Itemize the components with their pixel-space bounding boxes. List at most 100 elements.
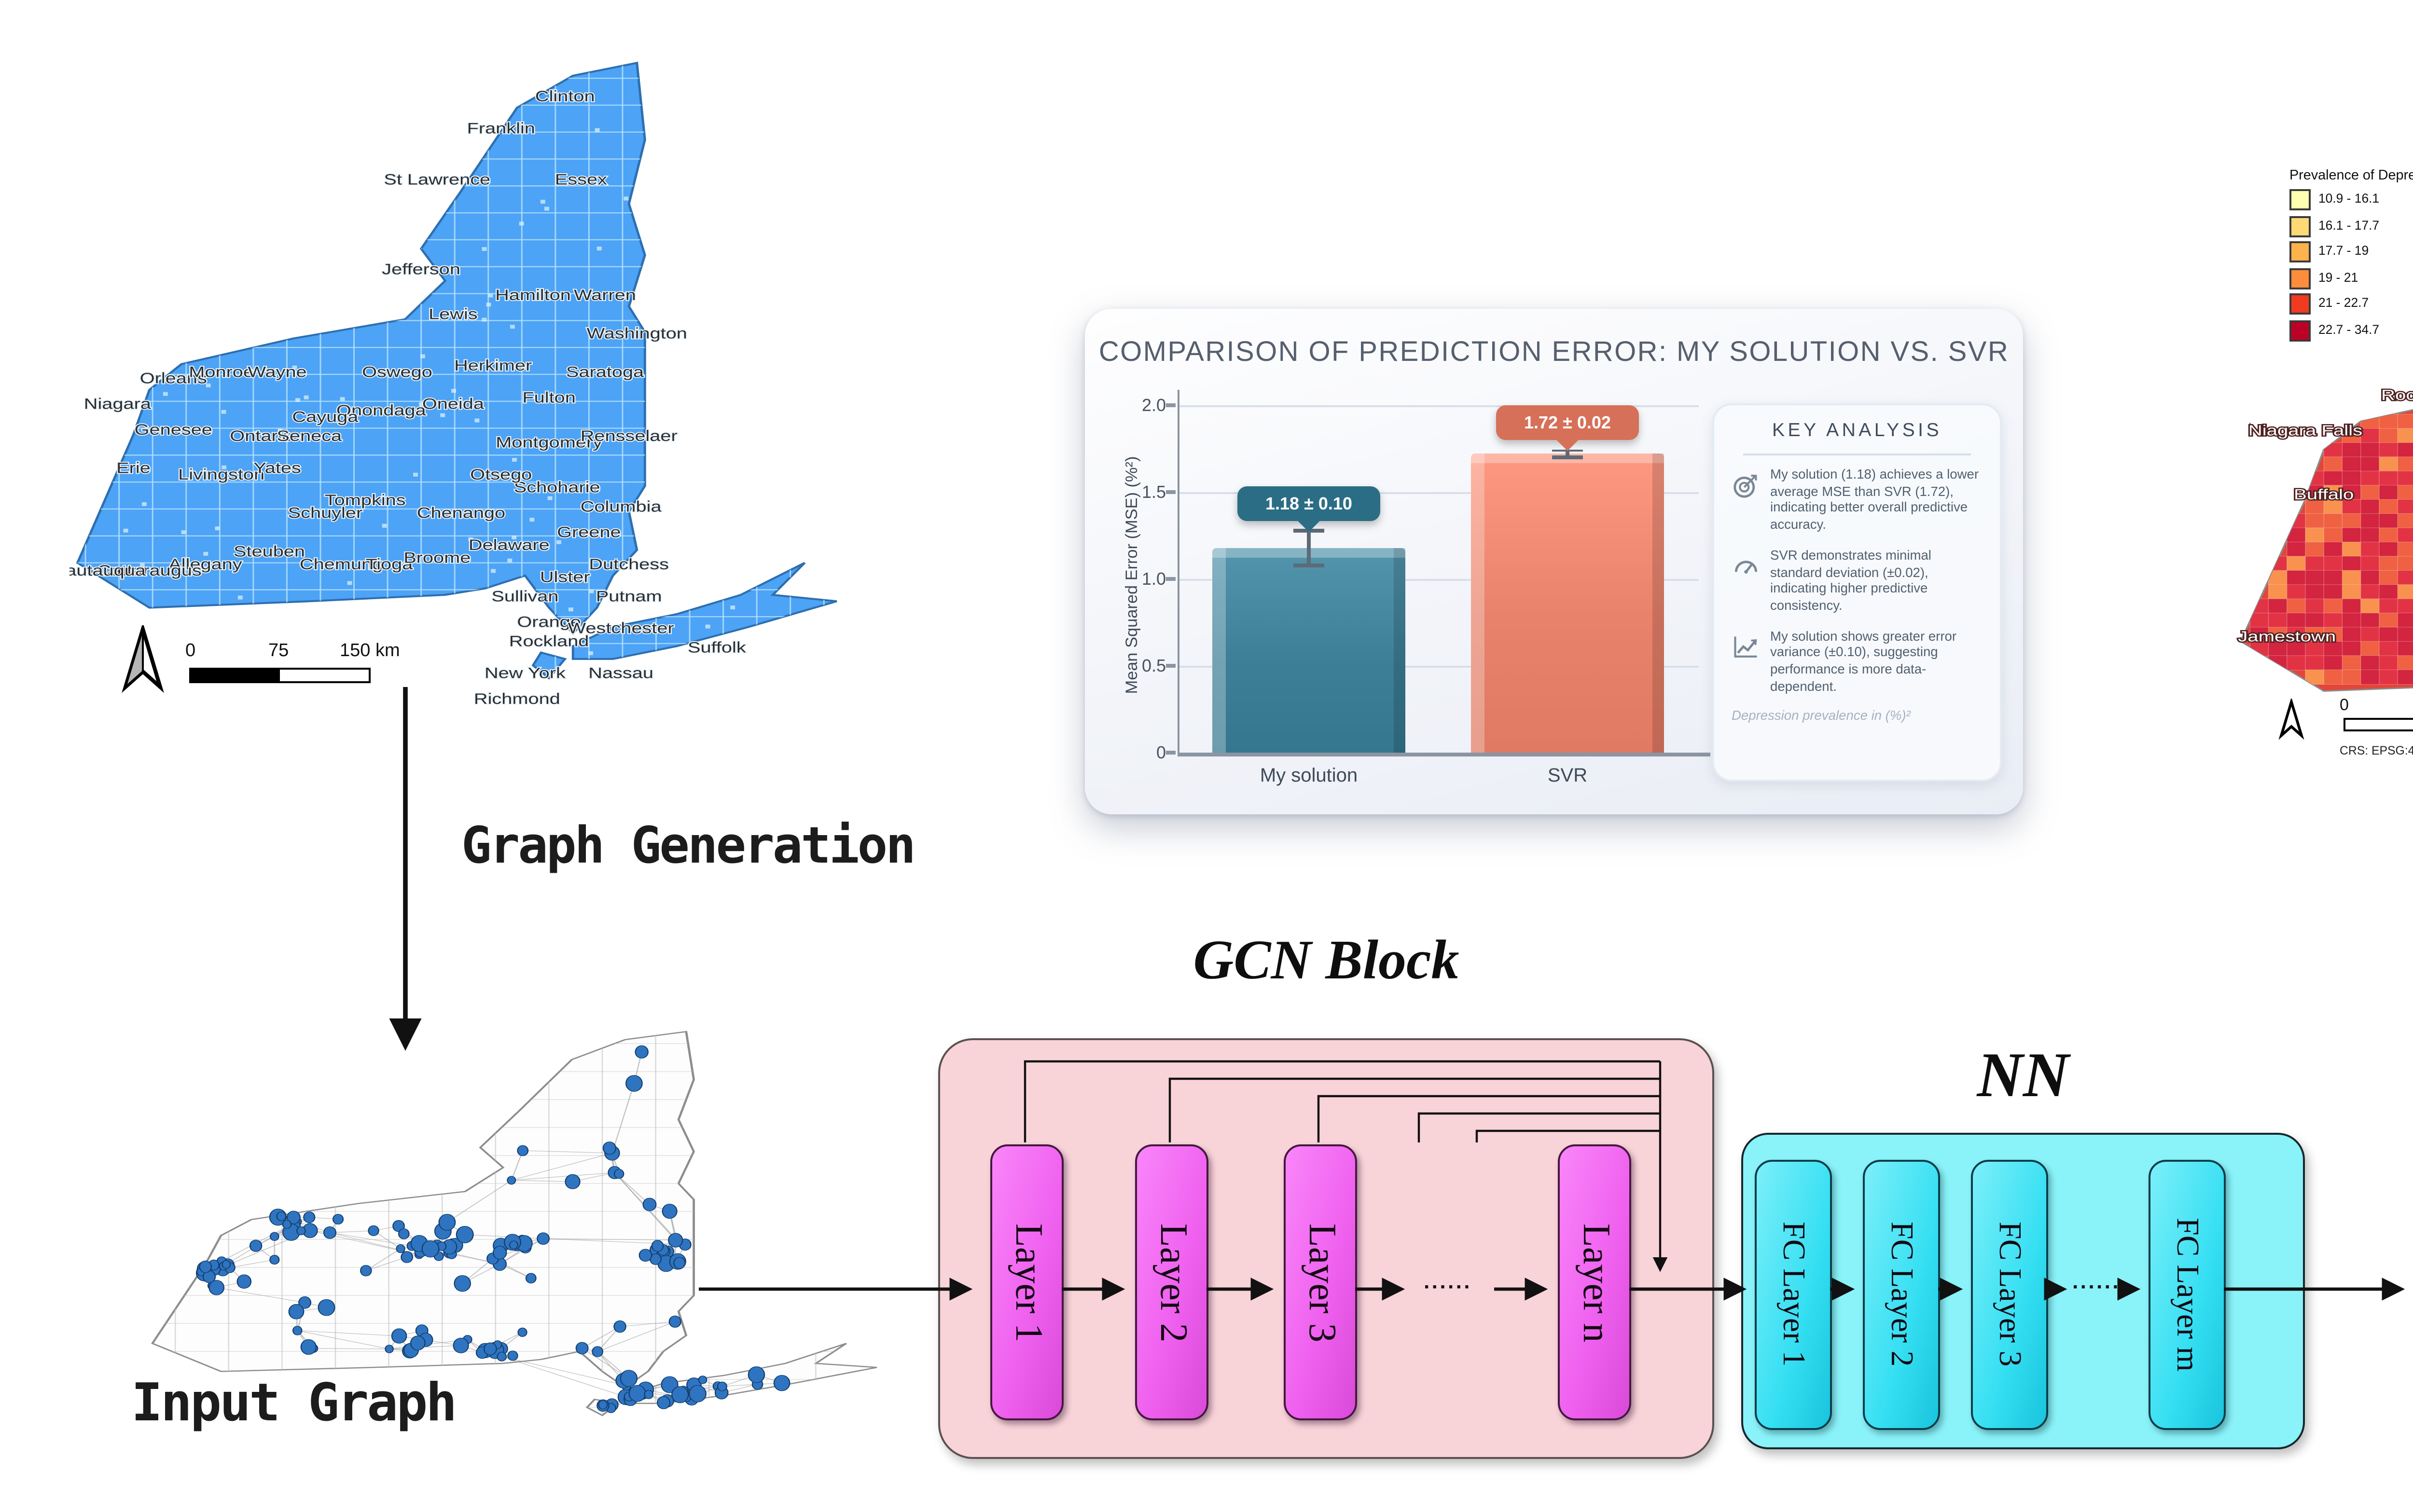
county-label: Putnam <box>596 587 662 605</box>
key-analysis-bullet: My solution shows greater error variance… <box>1732 631 1983 698</box>
county-label: Lewis <box>429 305 478 323</box>
county-label: Herkimer <box>454 357 532 374</box>
gauge-icon <box>1732 551 1761 580</box>
error-bar-cap <box>1293 564 1324 567</box>
value-callout: 1.72 ± 0.02 <box>1496 406 1639 441</box>
bar-bevel <box>1212 548 1226 753</box>
divider <box>1743 454 1971 455</box>
gcn-block-title: GCN Block <box>1193 930 1459 992</box>
bar-my-solution <box>1212 548 1405 753</box>
county-label: Otsego <box>470 466 532 483</box>
city-label: Jamestown <box>2238 628 2336 645</box>
blue-map-scalebar: 0 75 150 km <box>185 641 402 691</box>
target-icon <box>1732 471 1761 500</box>
county-label: Hamilton <box>495 286 571 303</box>
legend-item: 16.1 - 17.7 <box>2289 215 2413 237</box>
bullet-text: SVR demonstrates minimal standard deviat… <box>1770 550 1931 614</box>
key-analysis-bullet: SVR demonstrates minimal standard deviat… <box>1732 550 1983 617</box>
gcn-block: Layer 1 Layer 2 Layer 3 Layer n <box>938 1038 1714 1459</box>
county-label: Steuben <box>234 542 305 560</box>
gridline <box>1178 492 1699 494</box>
legend-label: 21 - 22.7 <box>2318 298 2369 312</box>
gcn-layer: Layer n <box>1558 1144 1631 1420</box>
county-label: Broome <box>403 549 471 566</box>
county-label: Oneida <box>422 395 485 412</box>
county-label: Cayuga <box>292 408 359 425</box>
county-label: Dutchess <box>589 555 669 573</box>
county-label: Onondaga <box>336 401 427 419</box>
gcn-layer-label: Layer 2 <box>1151 1223 1194 1342</box>
gcn-layer: Layer 3 <box>1284 1144 1357 1420</box>
y-axis <box>1178 390 1180 753</box>
key-analysis-bullets: My solution (1.18) achieves a lower aver… <box>1732 469 1983 698</box>
county-label: Orleans <box>140 369 207 386</box>
county-label: Saratoga <box>566 363 644 380</box>
gcn-layer-label: Layer 1 <box>1007 1223 1049 1342</box>
scalebar-bar <box>189 668 371 683</box>
error-bar <box>1307 530 1311 565</box>
legend-swatch <box>2289 241 2311 263</box>
county-label: Chautauqua <box>69 562 146 579</box>
gcn-layer: Layer 1 <box>990 1144 1064 1420</box>
heatmap-scalebar: 0 75 150 km <box>2340 695 2413 741</box>
y-tick-label: 1.0 <box>1141 569 1166 589</box>
crs-label: CRS: EPSG:4269 - NAD83 <box>2340 745 2413 758</box>
county-label: Monroe <box>189 363 254 380</box>
county-label: Chenango <box>417 504 505 521</box>
input-graph-label: Input Graph <box>131 1374 457 1434</box>
legend-swatch <box>2289 320 2311 342</box>
north-arrow-icon <box>2278 699 2305 741</box>
gridline <box>1178 405 1699 407</box>
county-label: Rockland <box>509 632 589 649</box>
tick-mark <box>1166 404 1176 407</box>
county-label: Cattaraugus <box>97 562 201 579</box>
county-label: Tompkins <box>325 491 406 509</box>
county-label: Oswego <box>362 363 432 380</box>
input-graph <box>145 1000 907 1447</box>
key-analysis-title: KEY ANALYSIS <box>1772 421 1942 442</box>
gcn-layer: Layer 2 <box>1135 1144 1208 1420</box>
county-label: Greene <box>557 523 621 540</box>
city-label: Buffalo <box>2294 486 2354 503</box>
legend-label: 17.7 - 19 <box>2318 245 2369 259</box>
county-label: Allegany <box>168 555 242 573</box>
depression-heatmap-svg: OgdensburgWatertownUticaSyracuseSchenect… <box>2236 385 2413 692</box>
scalebar-zero: 0 <box>2340 695 2349 714</box>
county-label: Clinton <box>535 87 595 105</box>
county-label: Suffolk <box>688 638 747 656</box>
bar-bevel <box>1652 454 1664 753</box>
county-label: Chemung <box>300 555 383 573</box>
graph-generation-label: Graph Generation <box>461 818 916 876</box>
gridline <box>1178 666 1699 668</box>
county-label: Niagara <box>84 395 152 412</box>
county-label: Delaware <box>469 536 550 553</box>
county-label: Wayne <box>248 363 306 380</box>
y-tick-label: 0 <box>1156 743 1166 762</box>
y-axis-label: Mean Squared Error (MSE) (%²) <box>1122 456 1141 694</box>
scalebar-end: 150 km <box>340 641 400 662</box>
county-label: Seneca <box>277 427 342 444</box>
county-label: Tioga <box>365 555 413 573</box>
heatmap-legend: Prevalence of Depression (%) 10.9 - 16.1… <box>2289 166 2413 346</box>
county-label: Columbia <box>581 497 662 515</box>
legend-swatch <box>2289 215 2311 237</box>
city-label: Niagara Falls <box>2248 422 2362 439</box>
county-label: Washington <box>587 324 687 342</box>
legend-swatch <box>2289 294 2311 316</box>
legend-swatch <box>2289 268 2311 289</box>
county-label: Sullivan <box>491 587 558 605</box>
gcn-layer-label: Layer 3 <box>1300 1223 1343 1342</box>
legend-label: 19 - 21 <box>2318 272 2358 286</box>
county-label: Fulton <box>522 388 575 406</box>
input-graph-svg <box>151 1031 877 1416</box>
error-bar-cap <box>1552 455 1583 459</box>
city-label: Rochester <box>2381 387 2413 404</box>
legend-label: 16.1 - 17.7 <box>2318 219 2380 233</box>
key-analysis-panel: KEY ANALYSIS My solution (1.18) achieves… <box>1712 403 2002 782</box>
legend-label: 22.7 - 34.7 <box>2318 324 2380 338</box>
fc-layer: FC Layer m <box>2149 1160 2226 1430</box>
county-label: New York <box>485 664 566 682</box>
